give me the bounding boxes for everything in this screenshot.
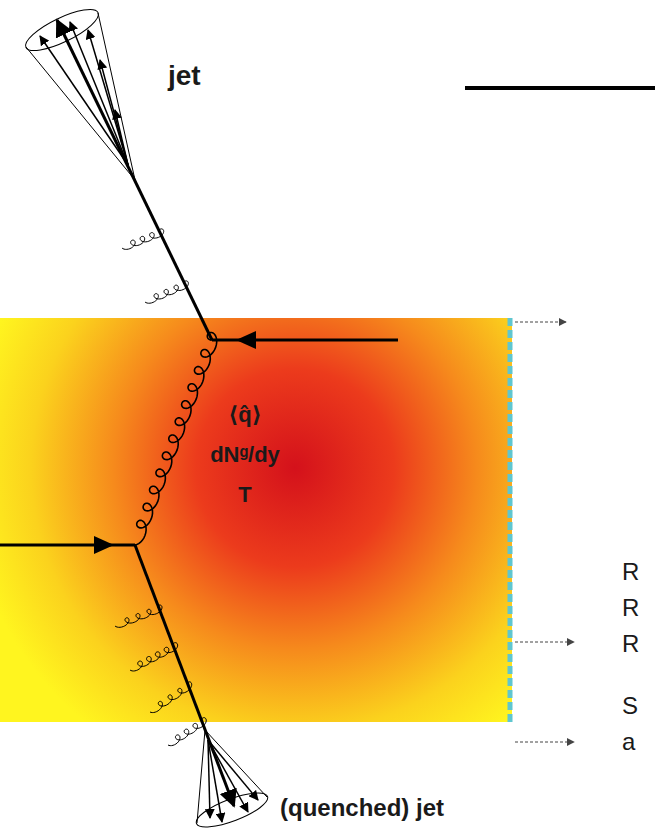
title-rule <box>465 86 655 90</box>
gluon <box>168 718 206 746</box>
medium-parameter: dNᵍ/dy <box>210 435 280 475</box>
truncated-text: R <box>622 558 639 586</box>
arrowhead <box>236 331 256 349</box>
detector-strip <box>508 318 513 722</box>
outgoing-parton <box>135 545 234 806</box>
jet-cone <box>21 2 135 180</box>
leader-arrow <box>515 642 574 643</box>
truncated-text: R <box>622 630 639 658</box>
medium-parameter: T <box>210 475 280 515</box>
jet-fragments <box>208 740 258 822</box>
jet-label: jet <box>168 60 201 92</box>
medium-region: ⟨q̂⟩dNᵍ/dyT <box>0 318 512 722</box>
gluon <box>145 281 188 303</box>
medium-parameters: ⟨q̂⟩dNᵍ/dyT <box>210 395 280 515</box>
incoming-parton <box>0 544 135 547</box>
truncated-text: a <box>622 728 635 756</box>
arrowhead <box>94 536 114 554</box>
leader-arrow <box>515 742 574 743</box>
gluon <box>115 605 162 627</box>
gluon <box>150 682 192 713</box>
jet-cone <box>193 730 272 834</box>
truncated-text: S <box>622 692 638 720</box>
gluon-lines <box>115 229 217 746</box>
jet-label: (quenched) jet <box>280 794 444 822</box>
gluon <box>135 332 217 545</box>
jet-fragments <box>40 22 128 165</box>
medium-fill <box>0 318 512 722</box>
truncated-text: R <box>622 594 639 622</box>
medium-parameter: ⟨q̂⟩ <box>210 395 280 435</box>
gluon <box>130 643 178 671</box>
leader-arrow <box>515 322 566 323</box>
gluon <box>122 229 164 250</box>
